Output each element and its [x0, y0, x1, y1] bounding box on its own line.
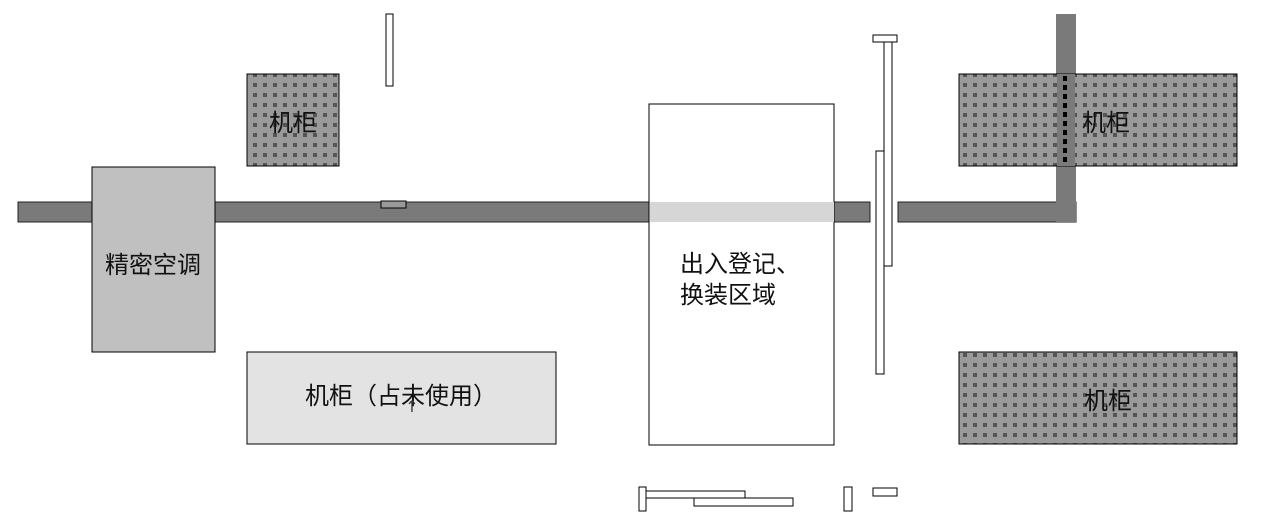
registration-label-line2: 换装区域: [680, 281, 776, 309]
cabinet-top-left-label: 机柜: [269, 109, 317, 137]
cabinet-unused: [246, 351, 557, 445]
cabinet-unused-label: 机柜（占未使用）: [305, 382, 497, 410]
bottom-bar-1: [645, 490, 746, 499]
cursor-icon: ↑: [405, 397, 418, 416]
cabinet-top-right-label: 机柜: [1082, 109, 1130, 137]
precision-ac-label: 精密空调: [105, 251, 201, 279]
cabinet-bottom-right: [958, 351, 1238, 445]
registration-pipe-overlay: [650, 202, 834, 222]
bottom-post-left: [638, 486, 647, 512]
cabinet-pipe-overlap: [1057, 74, 1075, 166]
main-pipe-right: [897, 201, 1077, 223]
cabinet-bottom-right-label: 机柜: [1084, 387, 1132, 415]
bottom-post-middle: [843, 486, 853, 512]
door-bar-long: [883, 41, 893, 267]
pipe-connector: [380, 200, 407, 209]
precision-ac-unit: [91, 166, 216, 353]
top-thin-bar: [385, 13, 394, 87]
bottom-bar-2: [693, 497, 794, 507]
registration-area: [648, 103, 835, 446]
cabinet-top-left: [246, 73, 340, 167]
bottom-small-bar: [872, 487, 898, 497]
registration-label-line1: 出入登记、: [680, 250, 800, 278]
door-cap-top: [872, 34, 898, 43]
door-bar-short: [875, 150, 885, 375]
cabinet-top-right: [958, 73, 1238, 167]
